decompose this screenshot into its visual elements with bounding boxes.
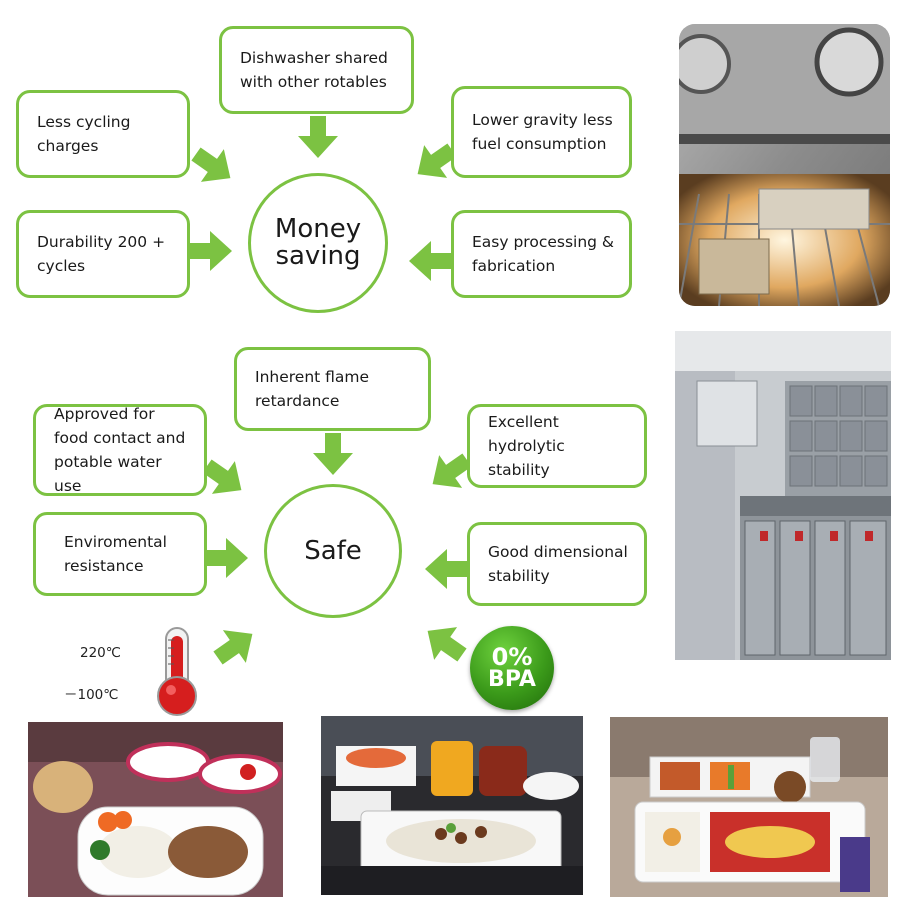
meal-photo-2 xyxy=(321,716,583,895)
money-saving-circle: Money saving xyxy=(248,173,388,313)
flame-box: Inherent flame retardance xyxy=(234,347,431,431)
arrow-bpa xyxy=(416,614,474,672)
dishwasher-box: Dishwasher shared with other rotables xyxy=(219,26,414,114)
flame-text: Inherent flame retardance xyxy=(255,368,370,410)
meal-photo-1 xyxy=(28,722,283,897)
arrow-temperature xyxy=(206,617,264,675)
bpa-label: BPA xyxy=(488,667,536,692)
bpa-badge: 0% BPA xyxy=(470,626,554,710)
durability-box: Durability 200 + cycles xyxy=(16,210,190,298)
food-contact-box: Approved for food contact and potable wa… xyxy=(33,404,207,496)
dimensional-text: Good dimensional stability xyxy=(488,543,628,585)
arrow-cycling xyxy=(184,137,242,195)
thermometer-icon xyxy=(157,627,197,716)
gravity-box: Lower gravity less fuel consumption xyxy=(451,86,632,178)
dishwasher-text: Dishwasher shared with other rotables xyxy=(240,49,388,91)
gravity-text: Lower gravity less fuel consumption xyxy=(472,111,613,153)
durability-text: Durability 200 + cycles xyxy=(37,233,166,275)
cycling-text: Less cycling charges xyxy=(37,113,131,155)
processing-text: Easy processing & fabrication xyxy=(472,233,615,275)
hydrolytic-box: Excellent hydrolytic stability xyxy=(467,404,647,488)
oven-photo xyxy=(679,24,890,306)
arrow-processing xyxy=(409,241,451,281)
arrow-environmental xyxy=(206,538,248,578)
arrow-dimensional xyxy=(425,549,467,589)
cycling-box: Less cycling charges xyxy=(16,90,190,178)
meal-photo-3 xyxy=(610,717,888,897)
processing-box: Easy processing & fabrication xyxy=(451,210,632,298)
arrow-flame xyxy=(313,433,353,475)
safe-circle: Safe xyxy=(264,484,402,618)
temperature-high: 220℃ xyxy=(80,645,121,661)
bpa-percent: 0% xyxy=(491,643,533,671)
food-contact-text: Approved for food contact and potable wa… xyxy=(54,405,186,495)
environmental-box: Enviromental resistance xyxy=(33,512,207,596)
environmental-text: Enviromental resistance xyxy=(64,533,167,575)
dimensional-box: Good dimensional stability xyxy=(467,522,647,606)
temperature-low: －100℃ xyxy=(64,687,119,703)
money-saving-label: Money saving xyxy=(274,214,362,271)
safe-label: Safe xyxy=(304,535,362,566)
galley-photo xyxy=(675,331,891,660)
arrow-durability xyxy=(190,231,232,271)
arrow-dishwasher xyxy=(298,116,338,158)
hydrolytic-text: Excellent hydrolytic stability xyxy=(488,413,565,479)
